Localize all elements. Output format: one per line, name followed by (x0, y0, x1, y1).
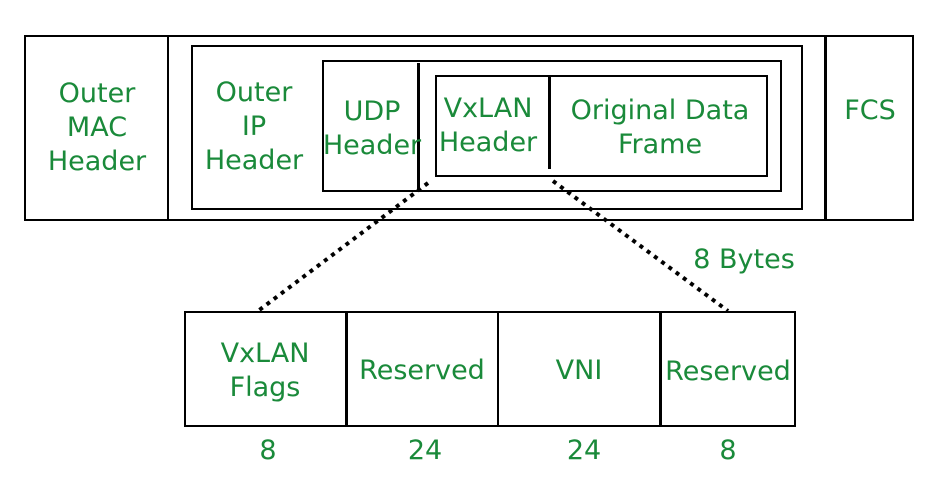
udp-header-label: UDP Header (322, 96, 422, 161)
field-vxlan-flags: VxLAN Flags (220, 338, 310, 403)
frame-divider-fcs (824, 35, 827, 221)
field-reserved-1: Reserved (359, 355, 485, 386)
field-reserved-2: Reserved (665, 356, 791, 387)
detail-divider-1 (345, 311, 348, 427)
vxlan-detail-box (184, 311, 796, 427)
outer-mac-header-label: Outer MAC Header (47, 78, 147, 177)
detail-divider-3 (659, 311, 662, 427)
size-label-8-bytes: 8 Bytes (693, 244, 795, 275)
zoom-line-left (256, 181, 430, 313)
field-vni: VNI (555, 355, 603, 386)
detail-divider-2 (497, 311, 499, 427)
vxlan-payload-box (435, 75, 768, 177)
original-data-frame-label: Original Data Frame (570, 95, 750, 160)
vxlan-divider (548, 75, 551, 169)
bits-vni: 24 (566, 435, 602, 466)
fcs-label: FCS (844, 95, 896, 126)
outer-ip-header-label: Outer IP Header (204, 77, 304, 176)
bits-reserved-1: 24 (407, 435, 443, 466)
bits-vxlan-flags: 8 (259, 435, 277, 466)
bits-reserved-2: 8 (719, 435, 737, 466)
frame-divider-mac (167, 35, 169, 221)
udp-divider (417, 63, 420, 190)
zoom-line-right (551, 179, 730, 313)
vxlan-header-label: VxLAN Header (438, 93, 538, 158)
